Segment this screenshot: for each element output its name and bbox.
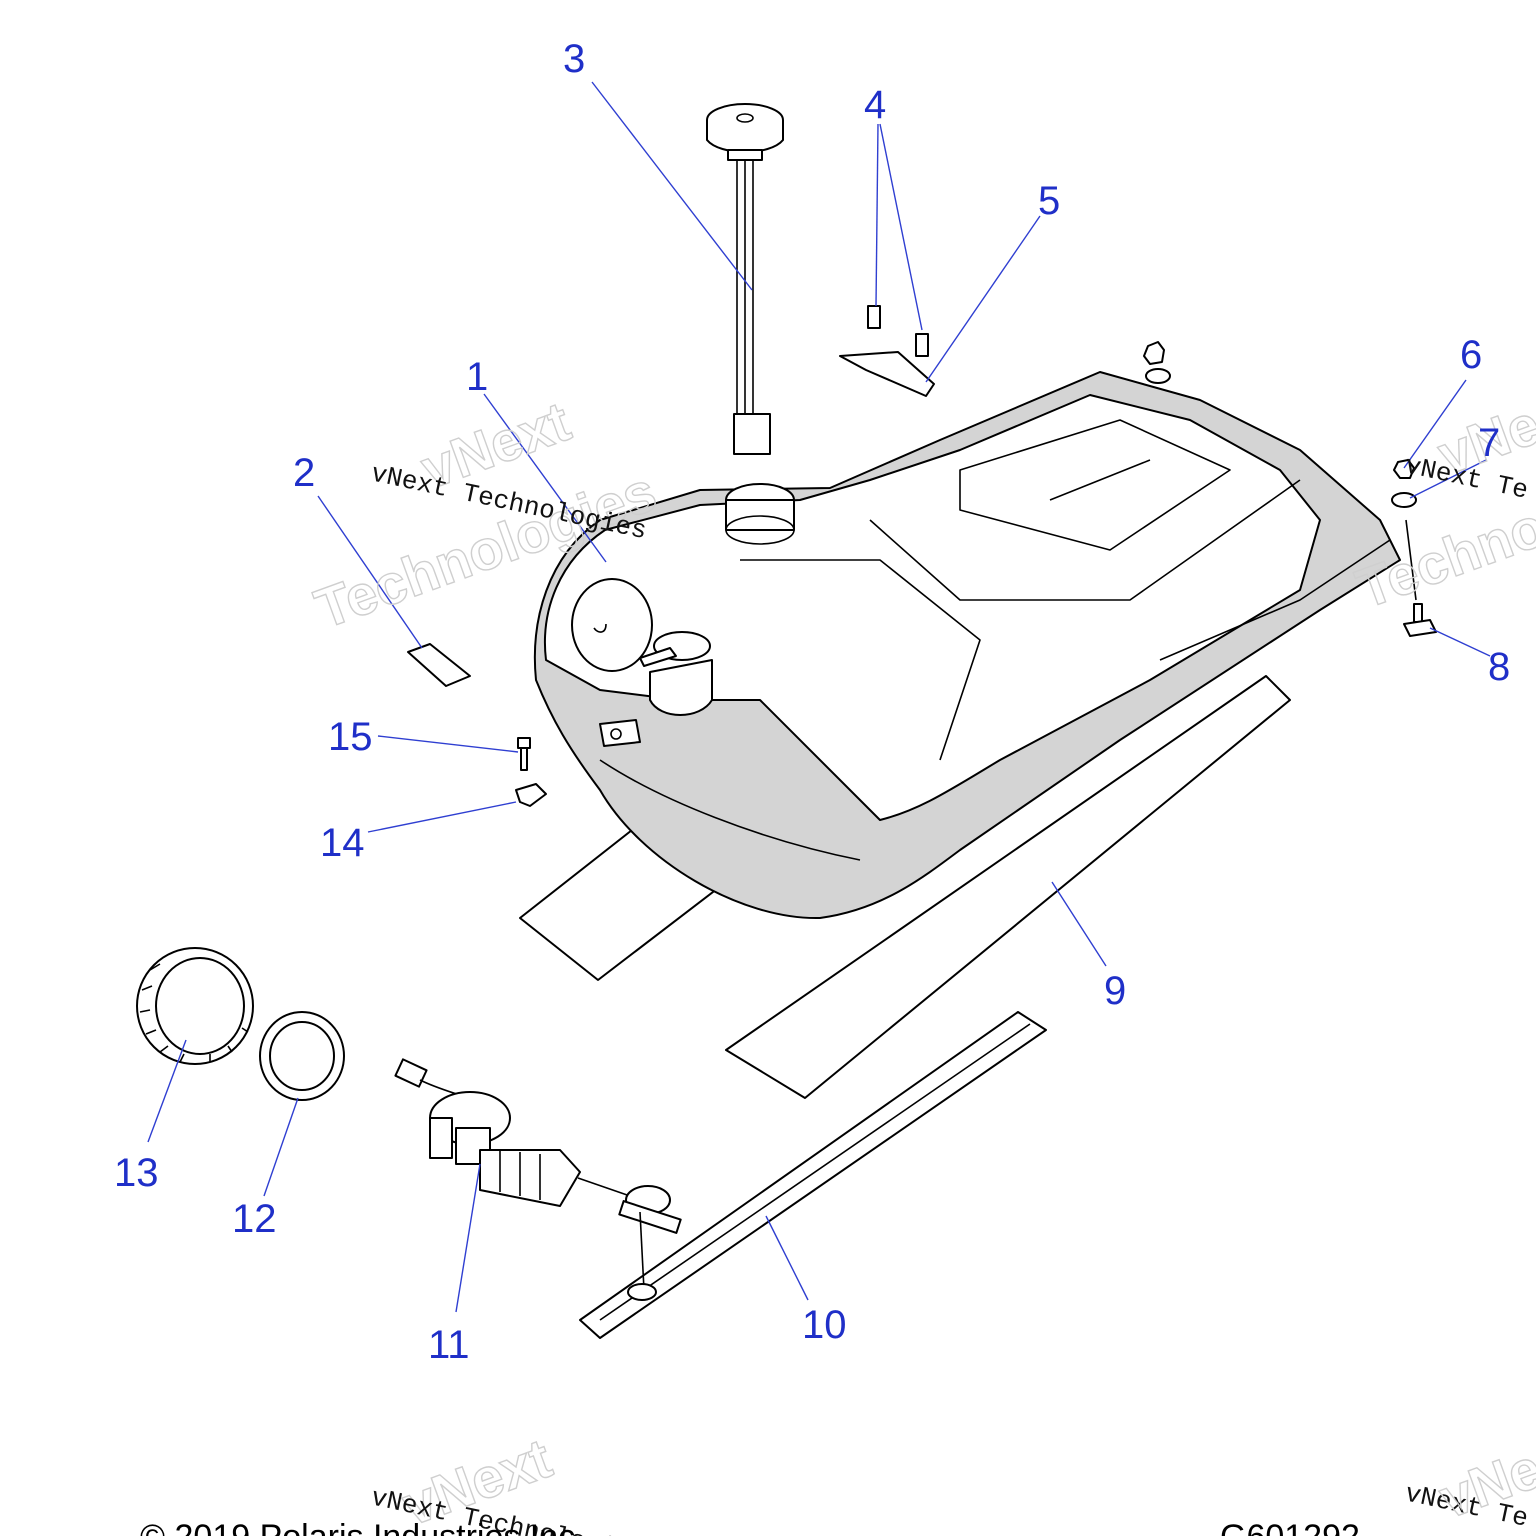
callout-10: 10 — [802, 1303, 847, 1347]
callout-4: 4 — [864, 83, 886, 127]
pump-lock-ring — [136, 947, 254, 1065]
bracket-screws — [867, 305, 929, 357]
tank-mount-hardware — [1143, 341, 1437, 637]
callout-3: 3 — [563, 37, 585, 81]
callout-12: 12 — [232, 1197, 277, 1241]
callout-2: 2 — [293, 451, 315, 495]
fuel-tank — [533, 371, 1401, 920]
foam-pad — [407, 643, 471, 687]
callout-labels: 1 2 3 4 5 6 7 8 9 10 11 12 13 14 15 — [114, 37, 1510, 1367]
figure-id: G601292 — [1220, 1518, 1360, 1536]
callout-7: 7 — [1478, 421, 1500, 465]
callout-9: 9 — [1104, 969, 1126, 1013]
mounting-bracket — [839, 351, 935, 397]
callout-8: 8 — [1488, 645, 1510, 689]
fuel-pump-assembly — [394, 1058, 682, 1301]
footer: © 2019 Polaris Industries Inc. G601292 — [140, 1518, 1360, 1536]
callout-6: 6 — [1460, 333, 1482, 377]
heat-shield-strip-right — [725, 675, 1291, 1099]
watermark-brand-partial-2: Techno — [1348, 494, 1536, 620]
pump-gasket — [259, 1011, 345, 1101]
callout-1: 1 — [466, 355, 488, 399]
retainer-clip — [515, 783, 547, 807]
callout-15: 15 — [328, 715, 373, 759]
watermark-right: vNe Techno vNext Te — [1348, 392, 1536, 621]
leader-lines — [147, 81, 1491, 1313]
callout-11: 11 — [428, 1323, 470, 1367]
callout-5: 5 — [1038, 179, 1060, 223]
tank-strap — [579, 1011, 1047, 1339]
callout-14: 14 — [320, 821, 365, 865]
fuel-level-sender — [706, 103, 784, 455]
copyright-text: © 2019 Polaris Industries Inc. — [140, 1518, 585, 1536]
callout-13: 13 — [114, 1151, 159, 1195]
clip-screw — [517, 737, 531, 771]
